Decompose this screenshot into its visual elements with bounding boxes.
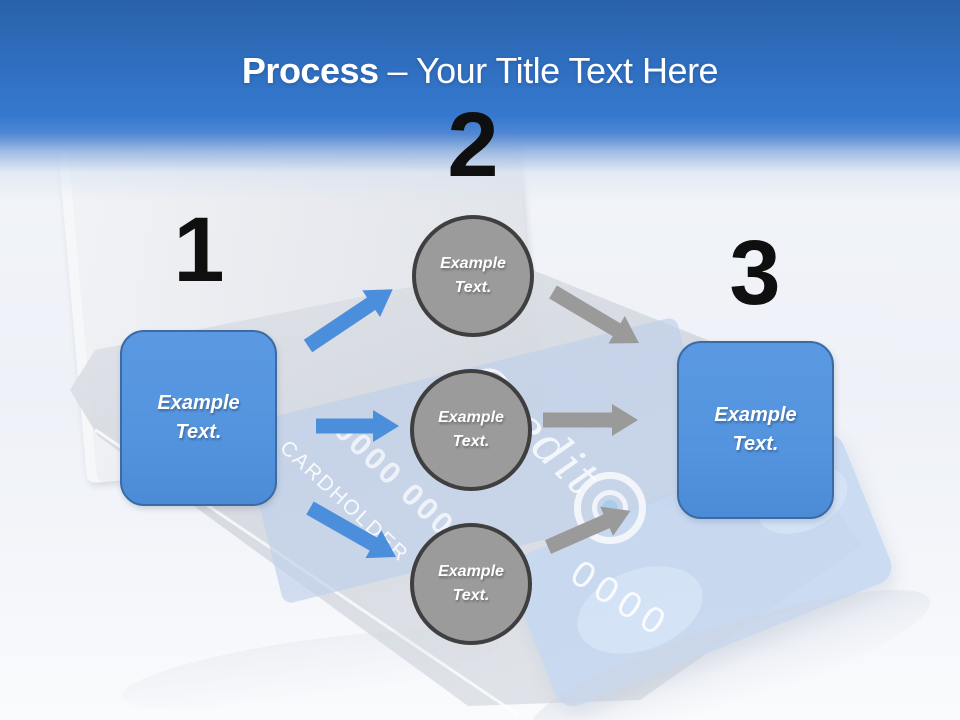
circle-label: Example Text. xyxy=(440,255,506,296)
arrow-box1-to-circle2-icon xyxy=(316,410,399,442)
circle-step-2c: Example Text. xyxy=(410,523,532,645)
step-3-number: 3 xyxy=(729,222,781,324)
arrow-circle2-to-box3-icon xyxy=(543,404,638,436)
arrow-box1-to-circle1-icon xyxy=(303,289,393,353)
box-label: Example Text. xyxy=(157,392,240,443)
arrow-circle1-to-box3-icon xyxy=(549,285,639,344)
step-1-number: 1 xyxy=(173,199,225,301)
circle-step-2b: Example Text. xyxy=(410,369,532,491)
box-label: Example Text. xyxy=(714,404,797,455)
arrow-circle3-to-box3-icon xyxy=(544,506,631,554)
box-step-3: Example Text. xyxy=(677,341,834,519)
circle-label: Example Text. xyxy=(438,563,504,604)
box-step-1: Example Text. xyxy=(120,330,277,506)
arrow-box1-to-circle3-icon xyxy=(306,501,396,559)
circle-label: Example Text. xyxy=(438,409,504,450)
circle-step-2a: Example Text. xyxy=(412,215,534,337)
